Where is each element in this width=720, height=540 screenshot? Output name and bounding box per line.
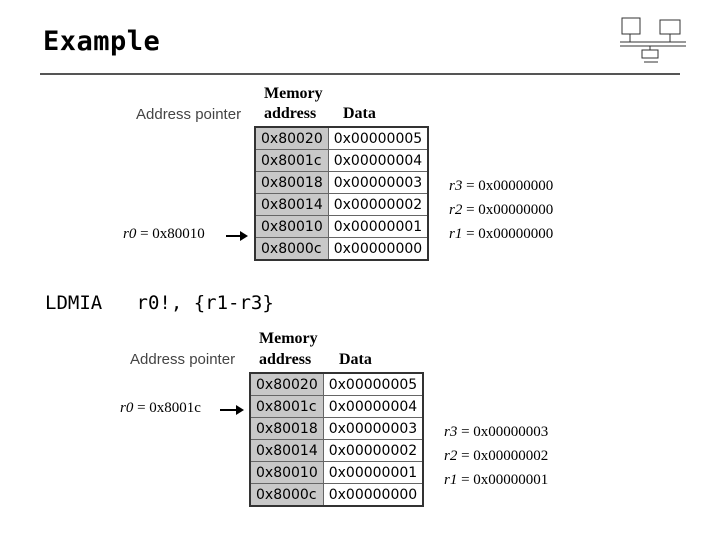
title-divider: [40, 73, 680, 75]
memory-header: Memory: [259, 330, 318, 347]
register-name: r3: [449, 178, 463, 194]
data-cell: 0x00000003: [327, 171, 429, 194]
register-name: r3: [444, 424, 458, 440]
pointer-arrow-icon: [226, 231, 248, 241]
register-value: = 0x00000001: [461, 472, 549, 488]
data-cell: 0x00000005: [322, 372, 424, 396]
address-cell: 0x80018: [249, 417, 324, 440]
register-r1: r1 = 0x00000001: [444, 468, 548, 492]
register-r1: r1 = 0x00000000: [449, 222, 553, 246]
pointer-value: = 0x8001c: [137, 400, 201, 416]
data-cell: 0x00000004: [327, 149, 429, 172]
register-value: = 0x00000000: [466, 226, 554, 242]
data-cell: 0x00000004: [322, 395, 424, 418]
register-name: r2: [444, 448, 458, 464]
register-name: r1: [444, 472, 458, 488]
register-value: = 0x00000000: [466, 202, 554, 218]
pointer-arrow-icon: [220, 405, 244, 415]
address-header: address: [264, 105, 317, 122]
register-name: r2: [449, 202, 463, 218]
address-cell: 0x80014: [254, 193, 329, 216]
data-cell: 0x00000001: [327, 215, 429, 238]
instruction-mnemonic: LDMIA: [45, 292, 103, 314]
data-cell: 0x00000002: [327, 193, 429, 216]
instruction-line: LDMIA r0!, {r1-r3}: [45, 292, 274, 314]
address-cell: 0x80010: [254, 215, 329, 238]
address-pointer-label: Address pointer: [130, 351, 236, 368]
pointer-label: r0 = 0x8001c: [120, 400, 201, 417]
address-cell: 0x8001c: [254, 149, 329, 172]
course-logo-icon: [620, 17, 686, 63]
address-cell: 0x8001c: [249, 395, 324, 418]
address-cell: 0x80020: [249, 372, 324, 396]
data-header: Data: [343, 105, 376, 122]
pointer-value: = 0x80010: [140, 226, 205, 242]
address-cell: 0x80010: [249, 461, 324, 484]
address-header: address: [259, 351, 312, 368]
register-r3: r3 = 0x00000000: [449, 174, 553, 198]
address-cell: 0x80020: [254, 126, 329, 150]
data-cell: 0x00000000: [322, 483, 424, 507]
address-cell: 0x80018: [254, 171, 329, 194]
register-r2: r2 = 0x00000002: [444, 444, 548, 468]
data-header: Data: [339, 351, 372, 368]
address-cell: 0x8000c: [249, 483, 324, 507]
instruction-operands: r0!, {r1-r3}: [136, 292, 274, 314]
register-r2: r2 = 0x00000000: [449, 198, 553, 222]
address-cell: 0x80014: [249, 439, 324, 462]
pointer-name: r0: [120, 400, 134, 416]
register-r3: r3 = 0x00000003: [444, 420, 548, 444]
pointer-label: r0 = 0x80010: [123, 226, 205, 243]
data-cell: 0x00000005: [327, 126, 429, 150]
register-value: = 0x00000002: [461, 448, 549, 464]
register-value: = 0x00000000: [466, 178, 554, 194]
register-list: r3 = 0x00000003 r2 = 0x00000002 r1 = 0x0…: [444, 420, 548, 492]
data-cell: 0x00000002: [322, 439, 424, 462]
register-name: r1: [449, 226, 463, 242]
address-pointer-label: Address pointer: [136, 106, 242, 123]
register-list: r3 = 0x00000000 r2 = 0x00000000 r1 = 0x0…: [449, 174, 553, 246]
register-value: = 0x00000003: [461, 424, 549, 440]
memory-header: Memory: [264, 85, 323, 102]
data-cell: 0x00000001: [322, 461, 424, 484]
data-cell: 0x00000000: [327, 237, 429, 261]
pointer-name: r0: [123, 226, 137, 242]
address-cell: 0x8000c: [254, 237, 329, 261]
slide-title: Example: [43, 26, 161, 57]
data-cell: 0x00000003: [322, 417, 424, 440]
